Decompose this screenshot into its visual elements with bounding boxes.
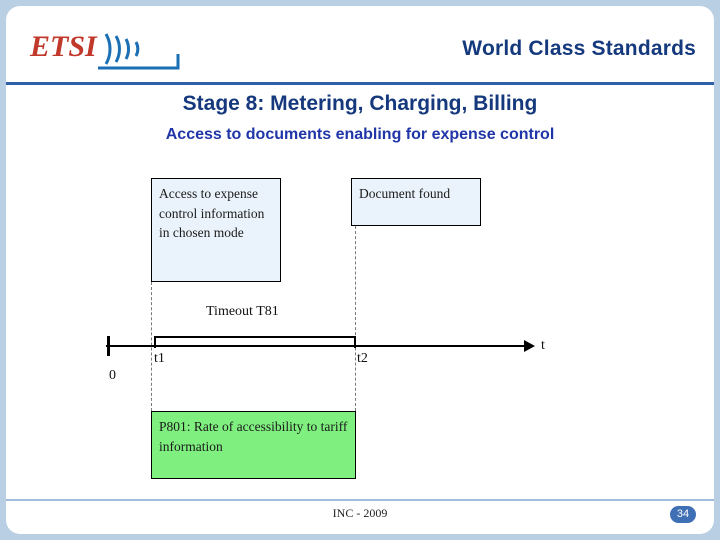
time-axis-line [106, 345, 526, 347]
slide: ETSI World Class Standards Stage 8: Mete… [6, 6, 714, 534]
footer-divider [6, 499, 714, 501]
timeout-label: Timeout T81 [206, 304, 279, 319]
axis-label-t: t [541, 338, 545, 353]
time-axis-arrow-icon [524, 340, 535, 352]
dashed-line-t2 [355, 226, 356, 411]
slide-header: ETSI World Class Standards [6, 6, 714, 82]
footer-text: INC - 2009 [332, 506, 388, 520]
page-number-badge: 34 [670, 506, 696, 523]
time-axis-origin-tick [107, 336, 110, 356]
page-subtitle: Access to documents enabling for expense… [165, 126, 555, 143]
axis-label-t1: t1 [154, 351, 165, 366]
axis-label-t2: t2 [357, 351, 368, 366]
header-title: World Class Standards [462, 37, 696, 60]
box-document-found: Document found [351, 178, 481, 226]
timeout-bracket [154, 336, 356, 348]
page-title: Stage 8: Metering, Charging, Billing [182, 92, 538, 115]
timing-diagram: Access to expense control information in… [6, 156, 714, 486]
axis-label-origin: 0 [109, 368, 116, 383]
svg-text:ETSI: ETSI [29, 30, 98, 63]
header-divider [6, 82, 714, 85]
box-access-to-expense-control: Access to expense control information in… [151, 178, 281, 282]
etsi-logo: ETSI [28, 24, 198, 74]
box-p801-metric: P801: Rate of accessibility to tariff in… [151, 411, 356, 479]
